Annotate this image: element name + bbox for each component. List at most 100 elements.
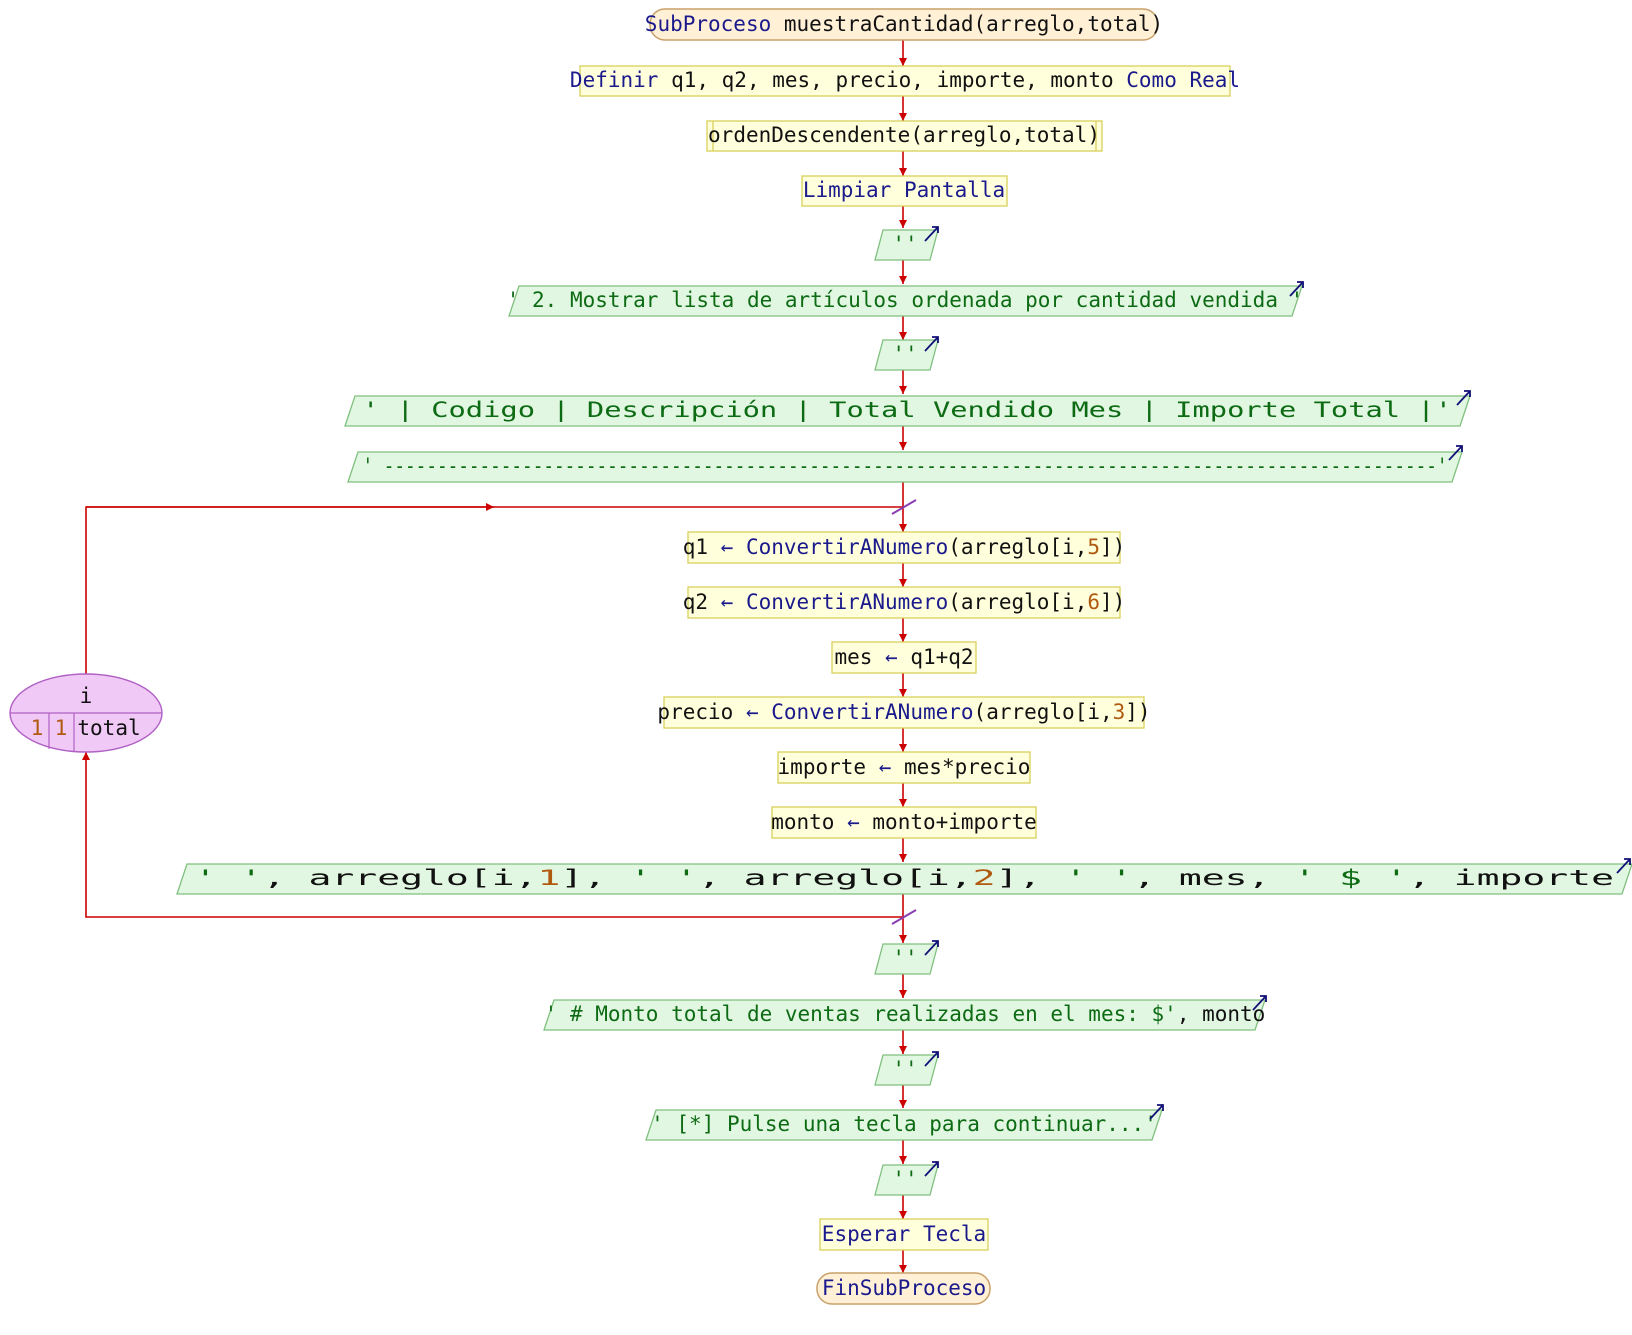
- svg-text:SubProceso muestraCantidad(arr: SubProceso muestraCantidad(arreglo,total…: [645, 12, 1163, 36]
- output-blank-text: '': [892, 1167, 917, 1191]
- subprocess-end[interactable]: FinSubProceso: [816, 1272, 991, 1305]
- for-loop-node[interactable]: i 1 1 total: [9, 673, 163, 753]
- define-statement[interactable]: Definir q1, q2, mes, precio, importe, mo…: [570, 65, 1240, 97]
- assign-index: 6: [1087, 590, 1100, 614]
- define-vars: q1, q2, mes, precio, importe, monto: [671, 68, 1114, 92]
- assign-target: importe: [778, 755, 867, 779]
- output-arrow-icon: [924, 336, 939, 352]
- clear-screen-statement[interactable]: Limpiar Pantalla: [801, 175, 1008, 207]
- assign-arrow: ←: [721, 535, 734, 559]
- output-row[interactable]: ' ', arreglo[i,1], ' ', arreglo[i,2], ' …: [176, 858, 1632, 895]
- output-blank-4[interactable]: '': [874, 1051, 939, 1086]
- assign-arrow: ←: [879, 755, 892, 779]
- assign-precio[interactable]: precio ← ConvertirANumero(arreglo[i,3]): [657, 696, 1151, 729]
- assign-args-end: ]): [1100, 590, 1125, 614]
- output-arrow-icon: [1289, 281, 1304, 297]
- svg-text:Definir q1, q2, mes, precio, i: Definir q1, q2, mes, precio, importe, mo…: [570, 68, 1240, 92]
- assign-expr: monto+importe: [872, 810, 1036, 834]
- loop-entry-tick: [891, 499, 917, 515]
- output-total[interactable]: ' # Monto total de ventas realizadas en …: [543, 995, 1267, 1031]
- output-separator-text: ' --------------------------------------…: [363, 454, 1448, 478]
- wait-keyword-1: Esperar: [822, 1222, 911, 1246]
- assign-args: (arreglo[i,: [948, 535, 1087, 559]
- loop-step: 1: [55, 716, 68, 740]
- output-arrow-icon: [924, 1161, 939, 1177]
- output-blank-text: '': [892, 1057, 917, 1081]
- svg-text:q2 ← ConvertirANumero(arreglo[: q2 ← ConvertirANumero(arreglo[i,6]): [683, 590, 1126, 614]
- output-press-key[interactable]: ' [*] Pulse una tecla para continuar...': [645, 1104, 1164, 1141]
- loop-end: total: [77, 716, 140, 740]
- assign-args: (arreglo[i,: [948, 590, 1087, 614]
- assign-arrow: ←: [847, 810, 860, 834]
- output-total-text: ' # Monto total de ventas realizadas en …: [545, 1002, 1266, 1026]
- loop-start: 1: [31, 716, 44, 740]
- output-arrow-icon: [924, 1051, 939, 1067]
- assign-arrow: ←: [746, 700, 759, 724]
- output-row-text: ' ', arreglo[i,1], ' ', arreglo[i,2], ' …: [194, 866, 1614, 890]
- assign-args-end: ]): [1100, 535, 1125, 559]
- define-keyword: Definir: [570, 68, 659, 92]
- output-arrow-icon: [1616, 858, 1631, 874]
- output-blank-text: '': [892, 342, 917, 366]
- output-blank-5[interactable]: '': [874, 1161, 939, 1196]
- assign-args-end: ]): [1125, 700, 1150, 724]
- output-table-header-text: ' | Codigo | Descripción | Total Vendido…: [362, 398, 1452, 423]
- svg-text:mes ← q1+q2: mes ← q1+q2: [834, 645, 973, 669]
- call-text: ordenDescendente(arreglo,total): [708, 123, 1100, 147]
- svg-text:monto ← monto+importe: monto ← monto+importe: [771, 810, 1037, 834]
- loop-variable: i: [80, 684, 93, 708]
- output-title-text: ' 2. Mostrar lista de artículos ordenada…: [507, 288, 1304, 312]
- assign-importe[interactable]: importe ← mes*precio: [777, 751, 1031, 784]
- assign-target: precio: [657, 700, 733, 724]
- assign-mes[interactable]: mes ← q1+q2: [831, 641, 977, 674]
- assign-expr: q1+q2: [910, 645, 973, 669]
- assign-arrow: ←: [885, 645, 898, 669]
- output-arrow-icon: [924, 226, 939, 242]
- output-blank-text: '': [892, 232, 917, 256]
- clear-keyword-2: Pantalla: [904, 178, 1005, 202]
- output-blank-1[interactable]: '': [874, 226, 939, 261]
- assign-expr: mes*precio: [904, 755, 1030, 779]
- svg-text:Esperar Tecla: Esperar Tecla: [822, 1222, 986, 1246]
- output-arrow-icon: [1252, 995, 1267, 1011]
- svg-text:q1 ← ConvertirANumero(arreglo[: q1 ← ConvertirANumero(arreglo[i,5]): [683, 535, 1126, 559]
- output-table-header[interactable]: ' | Codigo | Descripción | Total Vendido…: [344, 390, 1471, 427]
- assign-index: 5: [1087, 535, 1100, 559]
- subprocess-end-keyword: FinSubProceso: [822, 1276, 986, 1300]
- output-arrow-icon: [1149, 1104, 1164, 1120]
- assign-target: monto: [771, 810, 834, 834]
- assign-target: q2: [683, 590, 708, 614]
- assign-monto[interactable]: monto ← monto+importe: [771, 806, 1037, 839]
- define-como: Como: [1126, 68, 1177, 92]
- subprocess-start[interactable]: SubProceso muestraCantidad(arreglo,total…: [645, 8, 1163, 41]
- assign-arrow: ←: [721, 590, 734, 614]
- output-blank-text: '': [892, 946, 917, 970]
- assign-func: ConvertirANumero: [746, 535, 948, 559]
- assign-target: mes: [834, 645, 872, 669]
- subprocess-keyword: SubProceso: [645, 12, 771, 36]
- assign-target: q1: [683, 535, 708, 559]
- output-blank-2[interactable]: '': [874, 336, 939, 371]
- wait-key-statement[interactable]: Esperar Tecla: [819, 1218, 989, 1251]
- subprocess-signature: muestraCantidad(arreglo,total): [784, 12, 1163, 36]
- call-statement[interactable]: ordenDescendente(arreglo,total): [706, 120, 1103, 152]
- define-type: Real: [1190, 68, 1241, 92]
- output-blank-3[interactable]: '': [874, 940, 939, 975]
- loop-connectors: [82, 499, 917, 925]
- assign-func: ConvertirANumero: [746, 590, 948, 614]
- assign-q1[interactable]: q1 ← ConvertirANumero(arreglo[i,5]): [683, 531, 1126, 564]
- wait-keyword-2: Tecla: [923, 1222, 986, 1246]
- output-arrow-icon: [924, 940, 939, 956]
- assign-index: 3: [1113, 700, 1126, 724]
- svg-text:Limpiar Pantalla: Limpiar Pantalla: [803, 178, 1005, 202]
- output-separator[interactable]: ' --------------------------------------…: [347, 445, 1463, 483]
- output-arrow-icon: [1456, 390, 1471, 406]
- output-title[interactable]: ' 2. Mostrar lista de artículos ordenada…: [507, 281, 1304, 317]
- svg-text:importe ← mes*precio: importe ← mes*precio: [778, 755, 1031, 779]
- assign-args: (arreglo[i,: [974, 700, 1113, 724]
- output-arrow-icon: [1448, 445, 1463, 461]
- assign-q2[interactable]: q2 ← ConvertirANumero(arreglo[i,6]): [683, 586, 1126, 619]
- loop-exit-tick: [891, 909, 917, 925]
- output-press-key-text: ' [*] Pulse una tecla para continuar...': [651, 1112, 1157, 1136]
- assign-func: ConvertirANumero: [771, 700, 973, 724]
